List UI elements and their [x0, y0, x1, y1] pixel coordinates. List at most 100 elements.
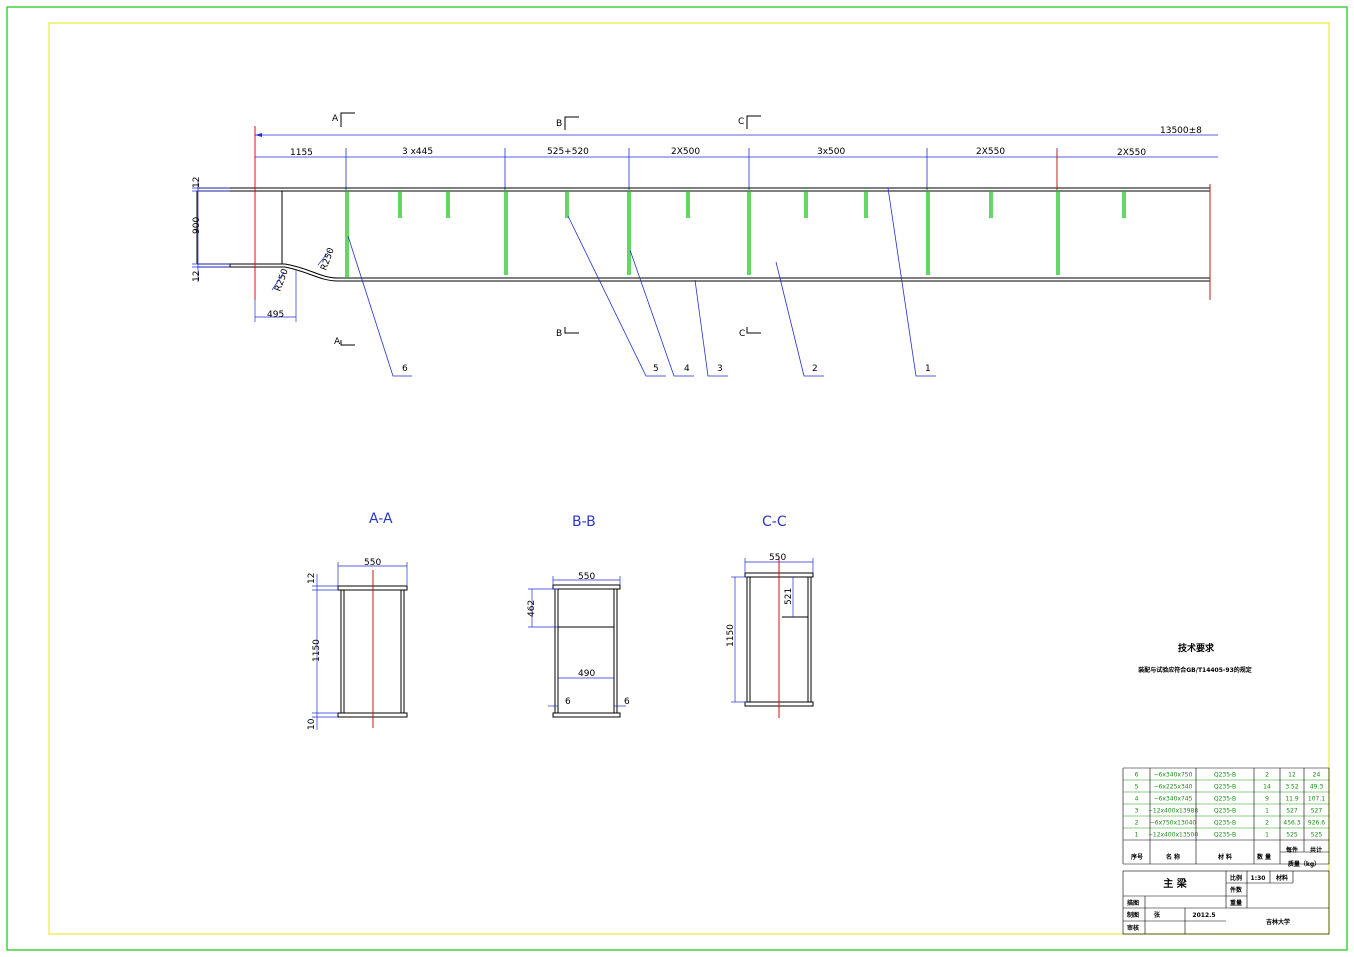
balloon-5: 5 [653, 364, 659, 374]
parts-cell-unit: 11.9 [1285, 796, 1299, 803]
parts-header-qty: 数 量 [1257, 853, 1271, 861]
title-part-name: 主 梁 [1163, 877, 1187, 890]
elevation-view: 13500±8 1155 3 x445 525+520 2X500 3x500 … [192, 112, 1218, 377]
section-bb-left-t: 6 [565, 697, 571, 707]
parts-cell-material: Q235-B [1214, 808, 1236, 815]
title-scale-label: 比例 [1230, 874, 1242, 882]
section-aa-height: 1150 [312, 639, 322, 662]
parts-cell-qty: 1 [1265, 808, 1269, 815]
section-marker-b-bottom: B [556, 329, 562, 339]
parts-cell-material: Q235-B [1214, 796, 1236, 803]
parts-cell-total: 24 [1313, 772, 1321, 779]
segment-dim-5: 3x500 [817, 147, 846, 157]
section-marker-c-top: C [738, 117, 744, 127]
outer-frame [6, 6, 1348, 951]
segment-dim-2: 3 x445 [402, 147, 433, 157]
parts-header-unit: 每件 [1285, 846, 1298, 854]
balloon-6: 6 [402, 364, 408, 374]
parts-cell-qty: 9 [1265, 796, 1269, 803]
section-marker-a-bottom: A [334, 337, 341, 347]
parts-cell-qty: 2 [1265, 772, 1269, 779]
title-weight-label: 重量 [1230, 899, 1242, 907]
tech-requirements-title: 技术要求 [1178, 642, 1215, 654]
parts-cell-material: Q235-B [1214, 820, 1236, 827]
title-scale: 1:30 [1251, 875, 1266, 882]
title-designer: 张 [1154, 911, 1161, 919]
parts-cell-qty: 14 [1263, 784, 1271, 791]
parts-header-total: 共计 [1310, 846, 1322, 854]
title-draw-label: 描图 [1127, 899, 1139, 907]
balloon-2: 2 [812, 364, 818, 374]
parts-cell-name: −6x225x340 [1154, 784, 1193, 791]
parts-cell-unit: 12 [1288, 772, 1296, 779]
balloon-1: 1 [925, 364, 931, 374]
parts-cell-no: 6 [1135, 772, 1139, 779]
title-date: 2012.5 [1192, 912, 1215, 919]
section-marker-a-top: A [332, 114, 339, 124]
height-dim-bottom: 12 [192, 271, 202, 282]
parts-cell-unit: 3.52 [1285, 784, 1299, 791]
parts-cell-total: 525 [1311, 832, 1323, 839]
title-design-label: 制图 [1127, 911, 1139, 919]
segment-dim-7: 2X550 [1117, 148, 1146, 158]
end-dim: 495 [267, 310, 284, 320]
parts-cell-unit: 527 [1286, 808, 1298, 815]
section-cc-title: C-C [762, 514, 787, 530]
section-cc-height: 1150 [726, 624, 736, 647]
parts-cell-name: −12x400x13500 [1148, 832, 1198, 839]
section-aa-top: 12 [307, 573, 317, 584]
segment-dim-1: 1155 [290, 148, 313, 158]
section-cc-width: 550 [769, 553, 786, 563]
title-pieces-label: 件数 [1230, 886, 1243, 894]
parts-header-no: 序号 [1130, 853, 1143, 861]
section-cc: C-C 550 521 1150 [726, 514, 814, 718]
title-block [1122, 870, 1330, 935]
parts-cell-no: 3 [1135, 808, 1139, 815]
parts-header-name: 名 称 [1166, 853, 1180, 861]
balloon-3: 3 [717, 364, 723, 374]
title-school: 吉林大学 [1266, 918, 1290, 926]
height-dim-web: 900 [192, 217, 202, 234]
parts-cell-no: 2 [1135, 820, 1139, 827]
parts-header-mass: 质量（kg） [1288, 860, 1320, 868]
parts-cell-qty: 2 [1265, 820, 1269, 827]
radius-label-upper: R250 [319, 246, 337, 272]
parts-cell-name: −6x340x745 [1154, 796, 1193, 803]
parts-header-material: 材 料 [1217, 853, 1232, 861]
section-bb-depth: 462 [527, 600, 537, 617]
parts-cell-material: Q235-B [1214, 784, 1236, 791]
section-aa: A-A 550 12 1150 10 [307, 511, 408, 730]
inner-frame [48, 22, 1330, 935]
parts-cell-no: 5 [1135, 784, 1139, 791]
parts-cell-name: −6x340x750 [1154, 772, 1193, 779]
title-check-label: 审核 [1127, 924, 1139, 932]
parts-cell-material: Q235-B [1214, 772, 1236, 779]
section-marker-c-bottom: C [739, 329, 745, 339]
section-bb-right-t: 6 [624, 697, 630, 707]
section-bb-width: 550 [578, 572, 595, 582]
section-aa-width: 550 [364, 558, 381, 568]
section-marker-b-top: B [556, 119, 562, 129]
parts-cell-unit: 525 [1286, 832, 1298, 839]
height-dim-top: 12 [192, 177, 202, 188]
section-bb-inner: 490 [578, 669, 595, 679]
balloon-4: 4 [684, 364, 690, 374]
section-aa-title: A-A [369, 511, 393, 527]
parts-cell-no: 1 [1135, 832, 1139, 839]
segment-dim-3: 525+520 [547, 147, 589, 157]
radius-label-lower: R250 [273, 267, 291, 293]
parts-cell-unit: 456.3 [1283, 820, 1300, 827]
parts-cell-total: 527 [1311, 808, 1323, 815]
parts-cell-total: 926.6 [1308, 820, 1325, 827]
parts-cell-name: −12x400x13988 [1148, 808, 1198, 815]
parts-cell-qty: 1 [1265, 832, 1269, 839]
tech-requirements-note: 装配与试验应符合GB/T14405-93的规定 [1137, 666, 1252, 674]
section-bb-title: B-B [572, 514, 596, 530]
parts-cell-name: −6x750x13040 [1150, 820, 1197, 827]
title-material-label: 材料 [1275, 874, 1288, 882]
parts-cell-total: 49.3 [1310, 784, 1324, 791]
section-aa-bottom: 10 [307, 718, 317, 730]
segment-dim-4: 2X500 [671, 147, 700, 157]
